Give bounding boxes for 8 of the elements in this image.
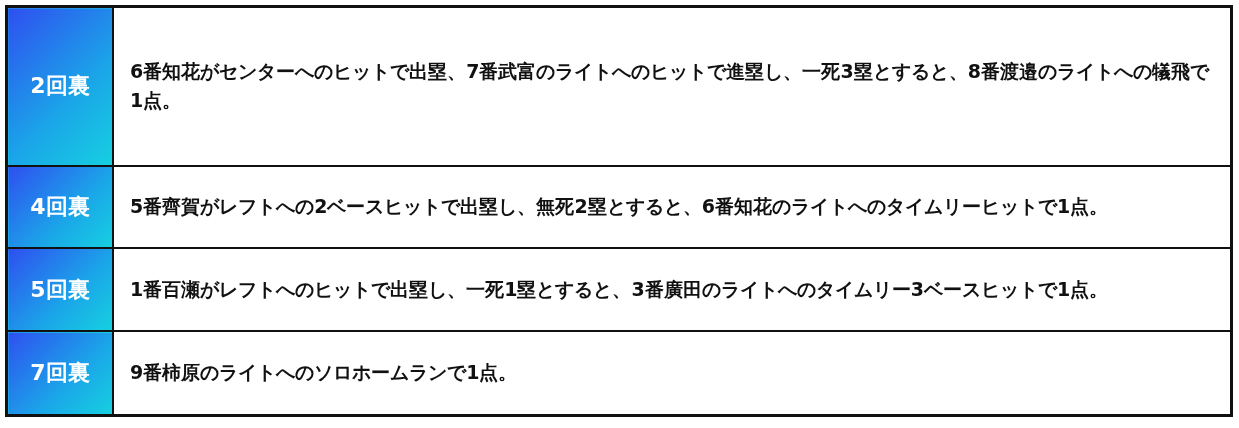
inning-label: 5回裏	[30, 276, 90, 302]
inning-label: 2回裏	[30, 73, 90, 99]
play-description: 1番百瀬がレフトへのヒットで出塁し、一死1塁とすると、3番廣田のライトへのタイムリー3ベースヒットで1点。	[130, 277, 1109, 303]
play-description: 9番柿原のライトへのソロホームランで1点。	[130, 360, 518, 386]
inning-label: 4回裏	[30, 193, 90, 219]
play-description: 6番知花がセンターへのヒットで出塁、7番武富のライトへのヒットで進塁し、一死3塁とすると、8番渡邉のライトへの犠飛で1点。	[130, 58, 1211, 114]
inning-label: 7回裏	[30, 360, 90, 386]
play-description: 5番齊賀がレフトへの2ベースヒットで出塁し、無死2塁とすると、6番知花のライトへのタイムリーヒットで1点。	[130, 194, 1109, 220]
